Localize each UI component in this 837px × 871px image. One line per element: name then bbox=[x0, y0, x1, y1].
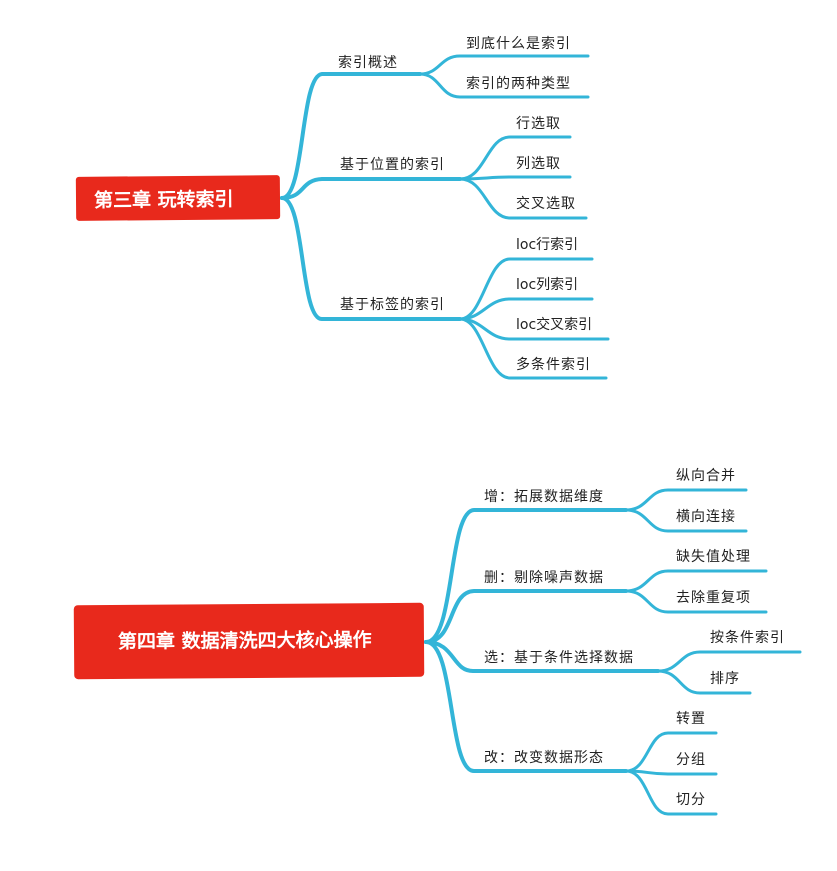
root-node-chapter3[interactable]: 第三章 玩转索引 bbox=[75, 175, 281, 221]
leaf-node[interactable]: 缺失值处理 bbox=[676, 549, 751, 565]
root-node-label: 第四章 数据清洗四大核心操作 bbox=[117, 629, 372, 653]
leaf-node[interactable]: 横向连接 bbox=[676, 509, 736, 525]
branch-node[interactable]: 选：基于条件选择数据 bbox=[484, 650, 634, 666]
leaf-node[interactable]: loc交叉索引 bbox=[516, 317, 593, 333]
branch-node[interactable]: 索引概述 bbox=[338, 55, 398, 71]
branch-node[interactable]: 删：剔除噪声数据 bbox=[484, 570, 604, 586]
leaf-node[interactable]: 分组 bbox=[676, 752, 706, 768]
branch-node[interactable]: 基于位置的索引 bbox=[340, 157, 445, 173]
leaf-node[interactable]: 转置 bbox=[676, 711, 706, 727]
branch-node[interactable]: 增：拓展数据维度 bbox=[484, 489, 604, 505]
leaf-node[interactable]: 去除重复项 bbox=[676, 590, 751, 606]
root-node-chapter4[interactable]: 第四章 数据清洗四大核心操作 bbox=[73, 602, 425, 680]
leaf-node[interactable]: 切分 bbox=[676, 792, 706, 808]
leaf-node[interactable]: loc行索引 bbox=[516, 237, 579, 253]
leaf-node[interactable]: 交叉选取 bbox=[516, 196, 576, 212]
leaf-node[interactable]: 多条件索引 bbox=[516, 357, 591, 373]
leaf-node[interactable]: loc列索引 bbox=[516, 277, 579, 293]
leaf-node[interactable]: 索引的两种类型 bbox=[466, 76, 571, 92]
leaf-node[interactable]: 列选取 bbox=[516, 156, 561, 172]
leaf-node[interactable]: 纵向合并 bbox=[676, 468, 736, 484]
branch-node[interactable]: 改：改变数据形态 bbox=[484, 750, 604, 766]
leaf-node[interactable]: 按条件索引 bbox=[710, 630, 785, 646]
leaf-node[interactable]: 行选取 bbox=[516, 116, 561, 132]
leaf-node[interactable]: 到底什么是索引 bbox=[466, 36, 571, 52]
leaf-node[interactable]: 排序 bbox=[710, 671, 740, 687]
branch-node[interactable]: 基于标签的索引 bbox=[340, 297, 445, 313]
